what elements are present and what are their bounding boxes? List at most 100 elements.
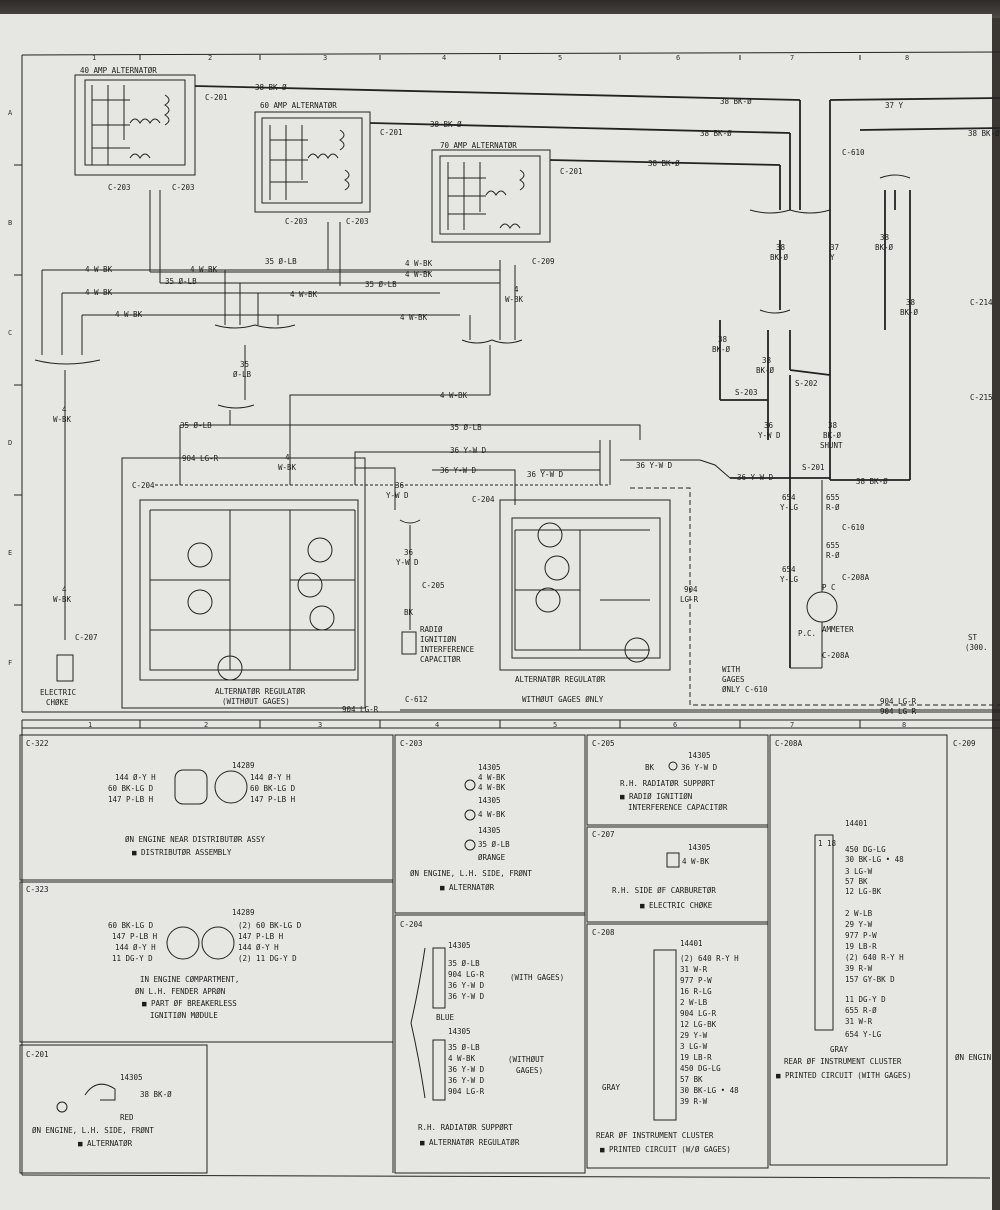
c208a-pin-11: 157 GY-BK D <box>845 975 895 984</box>
wire-4-w-bk-d: 4 W-BK <box>405 270 433 279</box>
grid-col-2-bottom: 2 <box>204 721 208 729</box>
connector-c201-b: C-201 <box>380 128 403 137</box>
c322-pin-4: 144 Ø-Y H <box>250 773 291 782</box>
c203-pin-1: 4 W-BK <box>478 773 506 782</box>
wire-bk-o-shunt: BK-Ø <box>823 431 842 440</box>
wire-35-o-lb-e: 35 Ø-LB <box>450 423 482 432</box>
c323-note-1: ■ PART ØF BREAKERLESS <box>142 999 237 1008</box>
wire-4-w-bk-h: 4 W-BK <box>400 313 428 322</box>
c323-pin-4: 11 DG-Y D <box>112 954 153 963</box>
c208-pin-4: 2 W-LB <box>680 998 708 1007</box>
grid-col-7-bottom: 7 <box>790 721 794 729</box>
c208a-gray: GRAY <box>830 1045 849 1054</box>
c209-location-partial: ØN ENGIN <box>955 1053 991 1062</box>
c204-part-2: 14305 <box>448 1027 471 1036</box>
c208-pin-1: 31 W-R <box>680 965 708 974</box>
wire-4-w-bk-b: 4 W-BK <box>190 265 218 274</box>
capacitor-label-4: CAPACITØR <box>420 655 461 664</box>
grid-col-8-bottom: 8 <box>902 721 906 729</box>
wire-35-vert: 35 <box>240 360 249 369</box>
c323-note-2: IGNITIØN MØDULE <box>150 1011 218 1020</box>
c208a-title: C-208A <box>775 739 803 748</box>
grid-col-8: 8 <box>905 54 909 62</box>
grid-row-c: C <box>8 329 12 337</box>
c204-blue: BLUE <box>436 1013 455 1022</box>
c208a-location: REAR ØF INSTRUMENT CLUSTER <box>784 1057 902 1066</box>
connector-c203-b: C-203 <box>172 183 195 192</box>
c207-part: 14305 <box>688 843 711 852</box>
c322-pin-5: 60 BK-LG D <box>250 784 296 793</box>
c204-pin-3: 36 Y-W D <box>448 981 485 990</box>
c201-location: ØN ENGINE, L.H. SIDE, FRØNT <box>32 1126 154 1135</box>
c203-location: ØN ENGINE, L.H. SIDE, FRØNT <box>410 869 532 878</box>
grid-col-5-bottom: 5 <box>553 721 557 729</box>
wire-4-w-bk-g: 4 W-BK <box>115 310 143 319</box>
c205-title: C-205 <box>592 739 615 748</box>
grid-col-5: 5 <box>558 54 562 62</box>
paper-sheet <box>0 14 992 1210</box>
grid-col-2: 2 <box>208 54 212 62</box>
wire-w-bk-vert: W-BK <box>505 295 524 304</box>
c204-pin-1: 35 Ø-LB <box>448 959 480 968</box>
c322-pin-6: 147 P-LB H <box>250 795 296 804</box>
c323-pin-5: (2) 60 BK-LG D <box>238 921 302 930</box>
c323-location-1: IN ENGINE CØMPARTMENT, <box>140 975 239 984</box>
c208-note: ■ PRINTED CIRCUIT (W/Ø GAGES) <box>600 1145 731 1154</box>
c208-pin-6: 12 LG-BK <box>680 1020 717 1029</box>
wire-4-vert-left: 4 <box>62 405 67 414</box>
c205-pin: 36 Y-W D <box>681 763 718 772</box>
electric-choke-2: CHØKE <box>46 698 69 707</box>
alternator-70-label: 70 AMP ALTERNATØR <box>440 141 517 150</box>
c208a-pin-4: 12 LG-BK <box>845 887 882 896</box>
wire-4-w-bk-i: 4 W-BK <box>440 391 468 400</box>
with-gages-only-1: WITH <box>722 665 741 674</box>
c207-location: R.H. SIDE ØF CARBURETØR <box>612 886 716 895</box>
wire-36-y-w-d-b: 36 Y-W D <box>440 466 477 475</box>
c208a-corner: 1 18 <box>818 839 837 848</box>
c208-gray: GRAY <box>602 1083 621 1092</box>
c323-part: 14289 <box>232 908 255 917</box>
c204-pin-8: 36 Y-W D <box>448 1076 485 1085</box>
wire-904-lg-r-b: 904 LG-R <box>342 705 379 714</box>
wire-904-lg-r-d: 904 LG-R <box>880 707 917 716</box>
wire-4-choke: 4 <box>62 585 67 594</box>
c323-title: C-323 <box>26 885 49 894</box>
c204-without-gages-1: (WITHØUT <box>508 1055 545 1064</box>
wire-36-y-w-d-d: 36 Y-W D <box>636 461 673 470</box>
c208a-note: ■ PRINTED CIRCUIT (WITH GAGES) <box>776 1071 911 1080</box>
connector-c204-a: C-204 <box>132 481 155 490</box>
wire-4-w-bk-f: 4 W-BK <box>290 290 318 299</box>
wire-36-vert-b: 36 <box>395 481 405 490</box>
wire-y-lg-a: Y-LG <box>780 503 799 512</box>
wire-38-bk-o-right: 38 BK-Ø <box>968 129 1000 138</box>
c203-note: ■ ALTERNATØR <box>440 883 495 892</box>
regulator-label-b: ALTERNATØR REGULATØR <box>515 675 606 684</box>
c204-pin-4: 36 Y-W D <box>448 992 485 1001</box>
ammeter-pc-left: P.C. <box>798 629 816 638</box>
with-gages-only-3: ØNLY <box>722 685 741 694</box>
wire-36-y-w-d-e: 36 Y-W D <box>737 473 774 482</box>
c204-note: ■ ALTERNATØR REGULATØR <box>420 1138 520 1147</box>
wire-654-a: 654 <box>782 493 796 502</box>
c203-part-2: 14305 <box>478 796 501 805</box>
c208a-pin-13: 655 R-Ø <box>845 1006 877 1015</box>
connector-c203-d: C-203 <box>346 217 369 226</box>
wire-38-bk-o-6: 38 BK-Ø <box>856 477 888 486</box>
wire-y-w-d-vert-b: Y-W D <box>386 491 409 500</box>
c201-red: RED <box>120 1113 134 1122</box>
grid-col-6-bottom: 6 <box>673 721 677 729</box>
wire-904-lg-r-c: 904 LG-R <box>880 697 917 706</box>
c208a-pin-9: (2) 640 R-Y H <box>845 953 904 962</box>
c205-note-2: INTERFERENCE CAPACITØR <box>628 803 728 812</box>
wire-35-o-lb-d: 35 Ø-LB <box>180 421 212 430</box>
grid-col-3-bottom: 3 <box>318 721 322 729</box>
wire-38-vert-1: 38 <box>776 243 786 252</box>
c201-pin: 38 BK-Ø <box>140 1090 172 1099</box>
c205-note-1: ■ RADIØ IGNITIØN <box>620 792 692 801</box>
splice-s201: S-201 <box>802 463 825 472</box>
c204-pin-2: 904 LG-R <box>448 970 485 979</box>
c323-pin-3: 144 Ø-Y H <box>115 943 156 952</box>
grid-col-6: 6 <box>676 54 680 62</box>
wire-35-o-lb-a: 35 Ø-LB <box>265 257 297 266</box>
